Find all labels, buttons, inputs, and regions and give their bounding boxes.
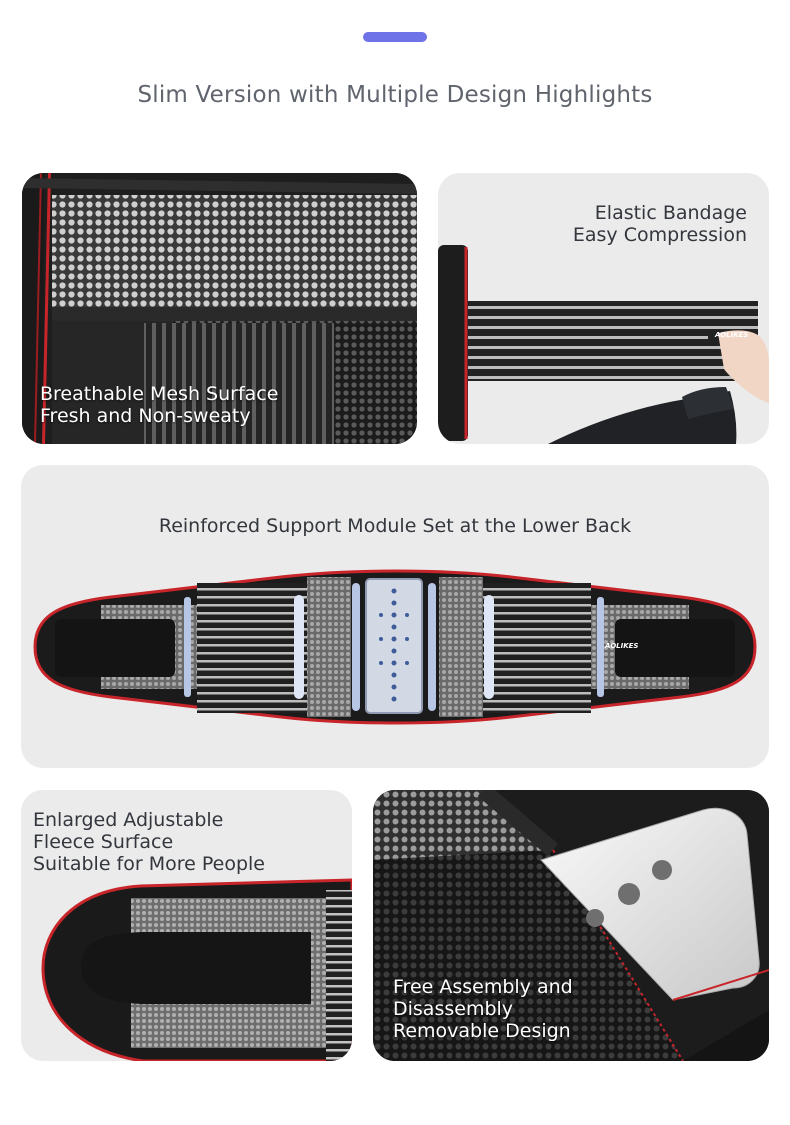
bandage-caption-line1: Elastic Bandage — [594, 202, 747, 224]
removable-plate-image — [373, 790, 769, 1061]
plate-caption-line2: Disassembly — [393, 998, 514, 1020]
fleece-caption: Enlarged Adjustable Fleece Surface Suita… — [33, 809, 265, 875]
fleece-surface-image — [41, 878, 352, 1061]
mesh-caption-line2: Fresh and Non-sweaty — [40, 405, 251, 427]
card-elastic-bandage: Elastic Bandage Easy Compression AOLIKES — [438, 173, 769, 444]
plate-caption-line1: Free Assembly and — [393, 976, 573, 998]
card-fleece-surface: Enlarged Adjustable Fleece Surface Suita… — [21, 790, 352, 1061]
mesh-caption-line1: Breathable Mesh Surface — [40, 383, 279, 405]
card-support-module: Reinforced Support Module Set at the Low… — [21, 465, 769, 768]
bandage-caption: Elastic Bandage Easy Compression — [573, 202, 747, 246]
page-title: Slim Version with Multiple Design Highli… — [137, 82, 653, 108]
bandage-caption-line2: Easy Compression — [572, 224, 747, 246]
header-accent-bar — [363, 32, 427, 42]
plate-caption-line3: Removable Design — [393, 1020, 571, 1042]
elastic-bandage-image — [438, 245, 769, 444]
fleece-caption-line3: Suitable for More People — [33, 853, 265, 875]
card-breathable-mesh: Breathable Mesh Surface Fresh and Non-sw… — [22, 173, 417, 444]
bandage-brand-label: AOLIKES — [715, 331, 749, 339]
support-title: Reinforced Support Module Set at the Low… — [158, 515, 632, 537]
card-removable-plate: Free Assembly and Disassembly Removable … — [373, 790, 769, 1061]
support-brand-label: AOLIKES — [605, 642, 639, 650]
plate-caption: Free Assembly and Disassembly Removable … — [393, 976, 573, 1042]
mesh-caption: Breathable Mesh Surface Fresh and Non-sw… — [40, 383, 278, 427]
mesh-surface-image — [22, 173, 417, 444]
fleece-caption-line2: Fleece Surface — [33, 831, 174, 853]
fleece-caption-line1: Enlarged Adjustable — [33, 809, 224, 831]
support-belt-image — [33, 569, 757, 725]
